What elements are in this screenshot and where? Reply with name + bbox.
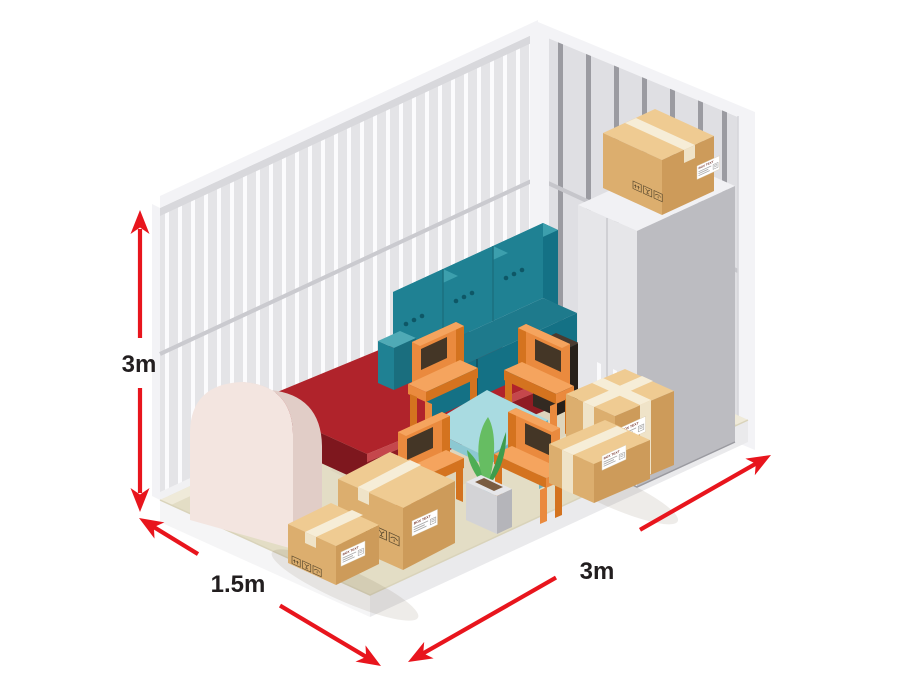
cushion-buttons xyxy=(403,267,525,327)
depth-arrow xyxy=(139,518,381,666)
box-front-left-small xyxy=(288,503,379,585)
potted-plant xyxy=(466,417,512,534)
width-label: 3m xyxy=(580,558,615,585)
height-arrow xyxy=(130,210,150,512)
box-front-left-large xyxy=(338,452,455,570)
wall-rail xyxy=(159,176,539,356)
depth-label: 1.5m xyxy=(211,571,266,598)
box-strapped-flat xyxy=(549,420,650,503)
headboard xyxy=(190,382,322,560)
height-label: 3m xyxy=(122,351,157,378)
width-arrow xyxy=(408,455,771,662)
wardrobe-box xyxy=(603,109,720,215)
